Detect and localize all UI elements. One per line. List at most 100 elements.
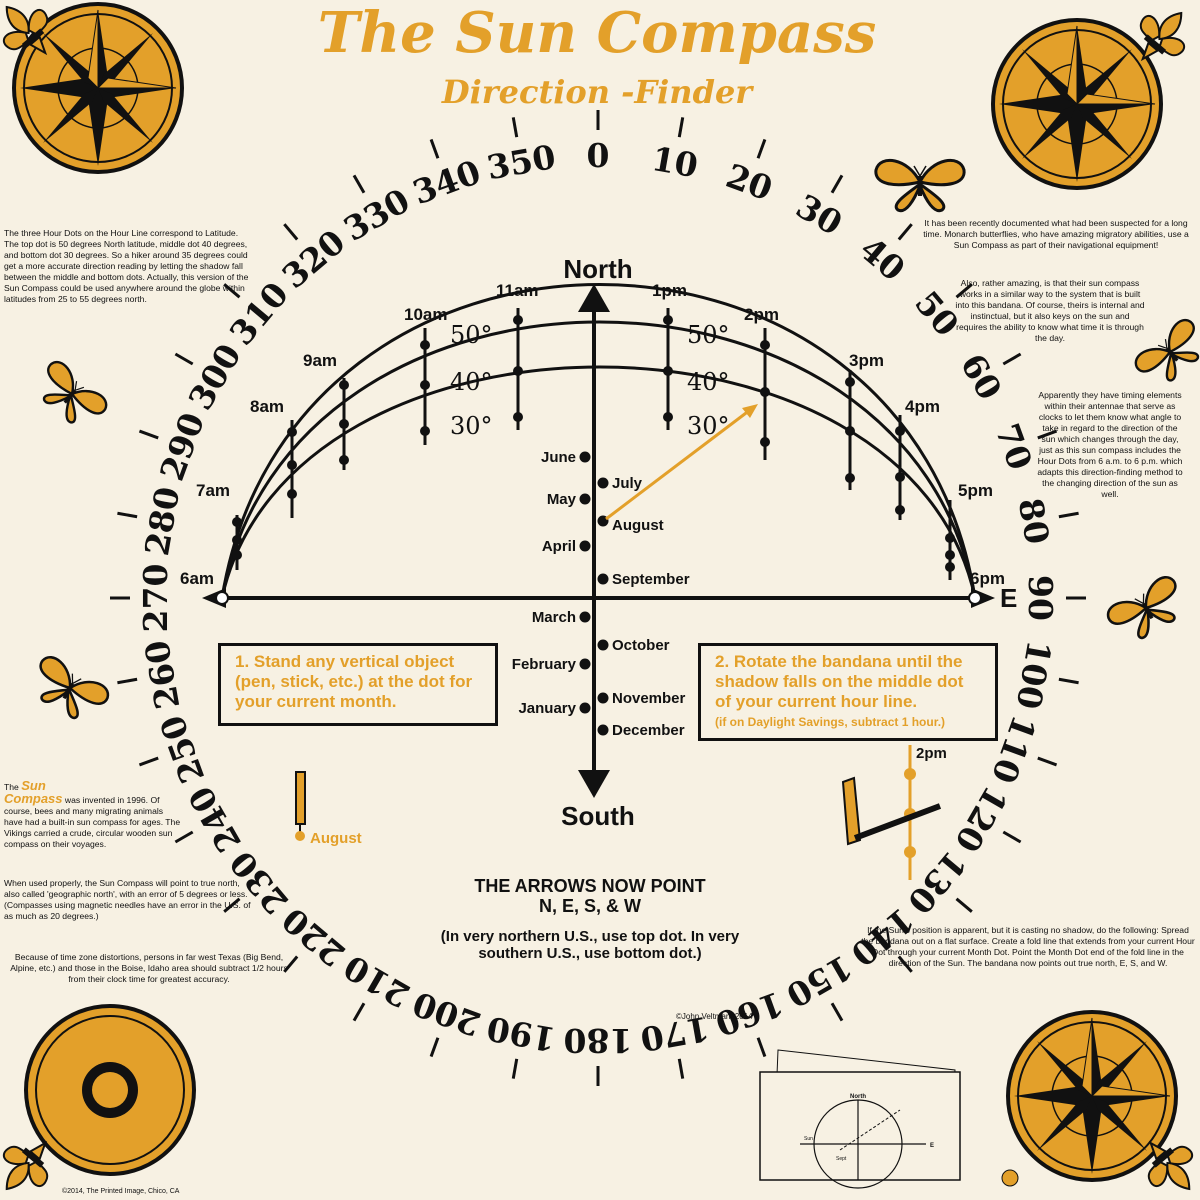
monarch-note: It has been recently documented what had… bbox=[923, 218, 1189, 250]
instruction-step-2: 2. Rotate the bandana until the shadow f… bbox=[698, 643, 998, 741]
degree-tick bbox=[117, 511, 138, 519]
invention-note-the: The bbox=[4, 782, 19, 792]
6pm-dot bbox=[968, 591, 982, 605]
instruction-step-1-text: 1. Stand any vertical object (pen, stick… bbox=[235, 652, 473, 711]
month-label: July bbox=[612, 475, 643, 492]
degree-tick bbox=[138, 756, 159, 767]
degree-label: 190 bbox=[484, 1009, 559, 1059]
degree-label: 240 bbox=[181, 780, 249, 859]
degree-label: 70 bbox=[988, 418, 1040, 475]
degree-tick bbox=[223, 283, 241, 299]
arrows-note-line1: THE ARROWS NOW POINT bbox=[474, 876, 706, 896]
month-label: June bbox=[541, 449, 576, 466]
degree-label: 100 bbox=[1009, 638, 1059, 713]
degree-label: 290 bbox=[152, 408, 212, 486]
degree-tick bbox=[955, 283, 973, 299]
degree-tick bbox=[1058, 677, 1079, 685]
hour-label: 1pm bbox=[652, 281, 687, 300]
degree-tick bbox=[1002, 352, 1022, 366]
north-label: North bbox=[563, 254, 632, 284]
degree-label: 0 bbox=[587, 136, 610, 175]
degree-tick bbox=[429, 138, 440, 159]
degree-label: 30 bbox=[790, 186, 849, 243]
sun-logo-icon bbox=[1001, 1169, 1019, 1187]
degree-tick bbox=[352, 1002, 366, 1022]
degree-tick bbox=[830, 174, 844, 194]
mini-sun-label: Sun bbox=[804, 1136, 813, 1142]
time-zone-note: Because of time zone distortions, person… bbox=[10, 952, 288, 984]
hour-label: 6am bbox=[180, 569, 214, 588]
no-shadow-note: If the Sun's position is apparent, but i… bbox=[861, 925, 1195, 968]
hour-label: 3pm bbox=[849, 351, 884, 370]
hour-label: 9am bbox=[303, 351, 337, 370]
degree-tick bbox=[756, 138, 767, 159]
hour-label: 8am bbox=[250, 397, 284, 416]
degree-tick bbox=[1002, 830, 1022, 844]
degree-tick bbox=[677, 1058, 685, 1079]
degree-label: 200 bbox=[408, 984, 486, 1044]
monarch-butterfly-icon bbox=[28, 356, 112, 436]
sun-path-40-curve bbox=[220, 320, 977, 599]
sun-icon bbox=[24, 1004, 196, 1176]
compass-rose-icon bbox=[991, 18, 1163, 190]
latitude-label: 40° bbox=[450, 368, 493, 396]
degree-label: 250 bbox=[152, 710, 212, 788]
latitude-label: 50° bbox=[687, 321, 730, 349]
degree-tick bbox=[1058, 511, 1079, 519]
latitude-label: 40° bbox=[687, 368, 730, 396]
example-hour-label: 2pm bbox=[916, 745, 947, 762]
degree-tick bbox=[897, 955, 913, 973]
pen-example-icon bbox=[295, 771, 306, 841]
degree-label: 20 bbox=[721, 156, 778, 208]
degree-tick bbox=[283, 223, 299, 241]
degree-tick bbox=[1037, 756, 1058, 767]
arrows-note-line3: (In very northern U.S., use top dot. In … bbox=[440, 928, 740, 962]
monarch-butterfly-icon bbox=[1102, 571, 1193, 650]
month-label: April bbox=[542, 538, 576, 555]
latitude-label: 30° bbox=[450, 412, 493, 440]
invention-note-sun: Sun bbox=[21, 778, 46, 793]
degree-label: 300 bbox=[181, 337, 249, 416]
month-label: May bbox=[547, 491, 577, 508]
latitude-label: 30° bbox=[687, 412, 730, 440]
degree-tick bbox=[174, 352, 194, 366]
degree-label: 210 bbox=[337, 947, 416, 1015]
degree-tick bbox=[1037, 429, 1058, 440]
degree-label: 320 bbox=[275, 222, 353, 296]
degree-tick bbox=[830, 1002, 844, 1022]
degree-tick bbox=[117, 677, 138, 685]
example-month-label: August bbox=[310, 830, 362, 847]
invention-note: The Sun Compass was invented in 1996. Of… bbox=[4, 778, 184, 850]
latitude-label: 50° bbox=[450, 321, 493, 349]
degree-tick bbox=[352, 174, 366, 194]
stick-shadow-example-icon bbox=[841, 745, 942, 880]
degree-label: 330 bbox=[337, 181, 416, 249]
mini-north-label: North bbox=[850, 1094, 866, 1100]
monarch-compass-note: Also, rather amazing, is that their sun … bbox=[955, 278, 1145, 343]
south-label: South bbox=[561, 801, 635, 831]
degree-tick bbox=[138, 429, 159, 440]
instruction-step-2-note: (if on Daylight Savings, subtract 1 hour… bbox=[715, 715, 946, 729]
degree-label: 60 bbox=[953, 347, 1010, 406]
east-label: E bbox=[1000, 583, 1017, 613]
footer: ©2014, The Printed Image, Chico, CA bbox=[62, 1188, 180, 1195]
mini-east-label: E bbox=[930, 1143, 934, 1149]
monarch-butterfly-icon bbox=[873, 158, 967, 213]
arrows-note-line2: N, E, S, & W bbox=[538, 896, 641, 916]
month-label: February bbox=[512, 656, 577, 673]
degree-label: 280 bbox=[137, 484, 187, 559]
hour-label: 10am bbox=[404, 305, 447, 324]
6am-dot bbox=[215, 591, 229, 605]
accuracy-note: When used properly, the Sun Compass will… bbox=[4, 878, 251, 921]
hour-dots bbox=[232, 315, 955, 572]
hour-label: 7am bbox=[196, 481, 230, 500]
example-arrowhead bbox=[742, 404, 758, 418]
degree-tick bbox=[174, 830, 194, 844]
degree-label: 10 bbox=[649, 139, 701, 185]
month-label: August bbox=[612, 517, 664, 534]
north-arrowhead bbox=[578, 284, 610, 312]
month-label: December bbox=[612, 722, 685, 739]
degree-label: 180 bbox=[564, 1021, 633, 1060]
hour-label: 2pm bbox=[744, 305, 779, 324]
degree-tick bbox=[511, 1058, 519, 1079]
